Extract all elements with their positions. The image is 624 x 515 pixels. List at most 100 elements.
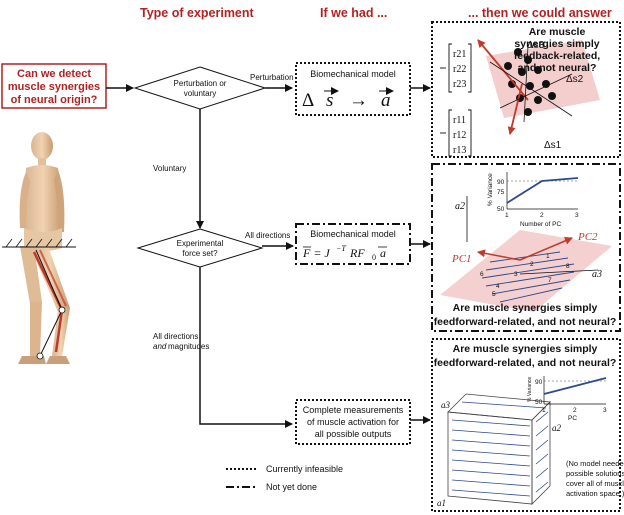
a2-blue-lines: [481, 251, 575, 303]
biomech-2-eq-rest: RF: [349, 246, 365, 260]
edge-label-voluntary: Voluntary: [153, 164, 186, 173]
a1-matrix-bottom-bracket-r: [468, 109, 472, 157]
start-question-box: [1, 63, 107, 109]
a1-label-ds1: Δs1: [544, 140, 562, 151]
arrow-all-directions-magnitudes: [199, 267, 293, 428]
decision-perturbation-or-voluntary: [133, 66, 267, 110]
a1-question-4: and not neural?: [518, 62, 597, 74]
a1-label-ds3: Δs3: [527, 40, 545, 51]
a3-inset-xlabel: PC: [568, 415, 577, 422]
a1-question-1: Are muscle: [529, 26, 586, 38]
requirement-complete-measurements: [295, 399, 411, 445]
start-question-line-1: Can we detect: [17, 68, 91, 80]
a1-r23: r23: [453, 79, 466, 90]
a1-data-points: [504, 48, 556, 116]
biomech-1-delta: Δ: [302, 90, 314, 111]
a1-question-2: synergies simply: [514, 38, 599, 50]
a2-pc2-arrow: [519, 237, 573, 261]
decision-1-line-2: voluntary: [184, 89, 216, 98]
decision-2-line-2: force set?: [182, 249, 218, 258]
a3-note-2: possible solutions: [566, 469, 624, 478]
legend-dashdot-label: Not yet done: [266, 482, 317, 492]
svg-text:4: 4: [496, 283, 500, 290]
a2-question-1: Are muscle synergies simply: [453, 302, 598, 314]
a1-r12: r12: [453, 130, 466, 141]
a3-axis-label-a3: a3: [441, 400, 451, 410]
svg-text:6: 6: [480, 271, 484, 278]
a2-pc1-arrow: [477, 249, 521, 261]
legend-dotted-label: Currently infeasible: [266, 464, 343, 474]
a2-axis-a3-line: [519, 269, 599, 275]
a3-inset-ylabel: % Variance: [527, 377, 533, 402]
biomech-2-eq-a: a: [380, 246, 386, 260]
a1-r21: r21: [453, 49, 466, 60]
requirement-biomech-model-2: [295, 223, 411, 265]
a1-r22: r22: [453, 64, 466, 75]
edge-label-all-directions: All directions: [245, 231, 290, 240]
a1-axis-s1: [489, 61, 573, 117]
a3-axis-label-a1: a1: [437, 498, 446, 508]
edge-label-adm-3: magnitudes: [168, 342, 209, 351]
svg-text:3: 3: [514, 271, 518, 278]
answer-box-feedforward-2: [431, 338, 621, 512]
svg-text:1: 1: [546, 253, 550, 260]
svg-text:5: 5: [492, 291, 496, 298]
biomech-1-title: Biomechanical model: [310, 69, 396, 79]
header-then-we-could-answer: ... then we could answer: [468, 6, 612, 20]
biomech-2-eq-sub: 0: [372, 253, 376, 262]
a2-pc1-label: PC1: [451, 253, 472, 265]
a1-red-arrow-down: [507, 83, 523, 135]
decision-2-line-1: Experimental: [177, 239, 224, 248]
start-question-line-3: of neural origin?: [11, 94, 98, 106]
a3-axis-label-a2: a2: [552, 423, 562, 433]
a2-inset-xtick-2: 2: [540, 212, 544, 219]
a1-question-3: feedback-related,: [514, 50, 600, 62]
a3-inset-series: [543, 377, 607, 395]
a2-inset-ytick-75: 75: [497, 189, 505, 196]
a2-numbers: 1 2 3 4 5 6 7 8: [480, 253, 570, 298]
edge-label-adm-2: and: [153, 342, 167, 351]
a3-inset-chart: 90 50 1 2 3 PC % Variance: [527, 376, 607, 422]
a2-inset-chart: 90 75 50 1 2 3 Number of PC % Variance: [487, 172, 579, 228]
a3-inset-ytick-90: 90: [535, 379, 543, 386]
svg-text:7: 7: [548, 277, 552, 284]
a3-note-3: cover all of muscle: [566, 479, 624, 488]
biomech-1-a: a: [381, 90, 391, 111]
human-figure-image: [2, 132, 76, 364]
biomech-2-eq-sup: −T: [336, 244, 346, 253]
a1-axis-s3: [523, 45, 529, 123]
complete-line-1: Complete measurements: [303, 405, 404, 415]
header-if-we-had: If we had ...: [320, 6, 387, 20]
a3-note-1: (No model needed:: [566, 459, 624, 468]
a2-inset-ytick-90: 90: [497, 179, 505, 186]
a1-pink-plane: [486, 40, 600, 118]
start-question-line-2: muscle synergies: [8, 81, 100, 93]
biomech-1-s: s: [326, 90, 333, 111]
complete-line-2: of muscle activation for: [307, 417, 399, 427]
a3-inset-xtick-3: 3: [603, 407, 607, 414]
a1-r13: r13: [453, 145, 466, 156]
a1-matrix-top-bracket-r: [468, 43, 472, 93]
svg-text:2: 2: [530, 261, 534, 268]
a1-matrix-bottom-bracket-l: [448, 109, 452, 157]
a2-inset-xlabel: Number of PC: [520, 221, 561, 228]
biomech-1-arrow: →: [349, 90, 368, 111]
edge-label-perturbation: Perturbation: [250, 73, 294, 82]
a2-pc2-label: PC2: [577, 231, 598, 243]
a1-matrix-top-bracket-l: [448, 43, 452, 93]
a1-label-ds2: Δs2: [566, 74, 584, 85]
decision-experimental-force-set: [136, 228, 264, 268]
a2-inset-xtick-3: 3: [575, 212, 579, 219]
edge-label-adm-1: All directions: [153, 332, 198, 341]
a3-question-2: feedforward-related, and not neural?: [434, 357, 617, 369]
a3-cube: [447, 393, 551, 505]
a3-inset-xtick-1: 1: [542, 407, 546, 414]
a3-question-1: Are muscle synergies simply: [453, 343, 598, 355]
a2-inset-ytick-50: 50: [497, 206, 505, 213]
complete-line-3: all possible outputs: [315, 429, 392, 439]
a1-r11: r11: [453, 115, 466, 126]
a2-question-2: feedforward-related, and not neural?: [434, 316, 617, 328]
a2-inset-ylabel: % Variance: [487, 173, 494, 206]
a2-inset-series: [506, 177, 579, 204]
